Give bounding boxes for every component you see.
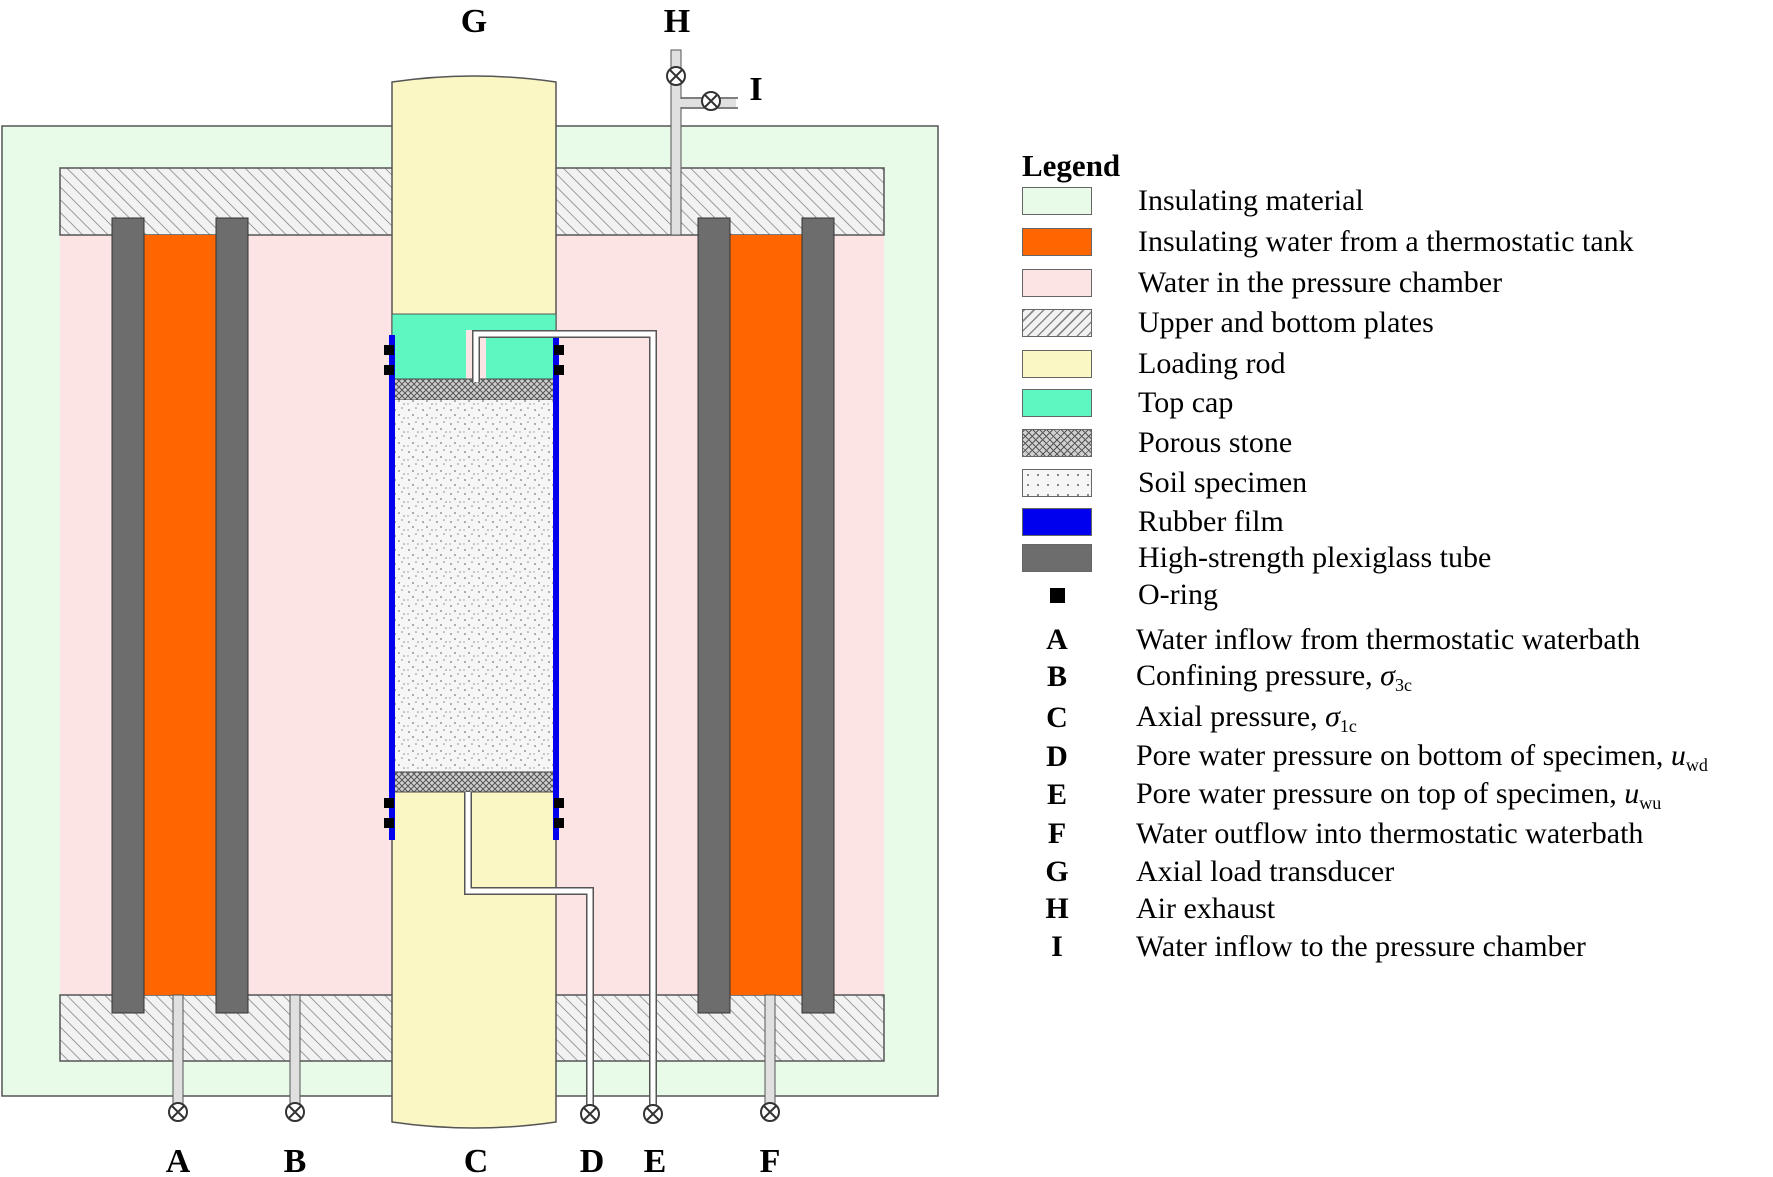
key-item-i: I Water inflow to the pressure chamber — [1022, 928, 1586, 966]
plexiglass-tube-left-outer — [111, 217, 145, 1014]
legend-item: Rubber film — [1022, 505, 1284, 539]
key-text: Axial pressure, σ1c — [1136, 699, 1357, 736]
legend-swatch — [1022, 228, 1092, 256]
label-h: H — [664, 3, 690, 40]
key-item-g: G Axial load transducer — [1022, 853, 1394, 891]
key-letter: G — [1045, 855, 1069, 888]
legend-item-label: Top cap — [1138, 386, 1234, 419]
legend-swatch — [1022, 469, 1092, 497]
key-text: Confining pressure, σ3c — [1136, 658, 1412, 695]
porous-stone-bottom — [391, 771, 557, 793]
legend-swatch — [1022, 544, 1092, 572]
key-letter: F — [1047, 817, 1067, 850]
legend-item: Insulating water from a thermostatic tan… — [1022, 225, 1634, 259]
o-ring-swatch-icon — [1022, 581, 1092, 609]
valve-icons — [168, 66, 780, 1124]
legend-swatch — [1022, 389, 1092, 417]
legend-swatch — [1022, 429, 1092, 457]
key-item-d: D Pore water pressure on bottom of specim… — [1022, 738, 1708, 776]
legend-item-label: Upper and bottom plates — [1138, 306, 1434, 339]
key-letter: I — [1051, 930, 1063, 963]
legend-swatch — [1022, 350, 1092, 378]
label-a: A — [166, 1143, 191, 1177]
key-text: Pore water pressure on top of specimen, … — [1136, 776, 1662, 813]
soil-specimen — [392, 400, 556, 772]
legend-title: Legend — [1022, 148, 1121, 183]
key-letter: A — [1046, 623, 1068, 656]
key-item-h: H Air exhaust — [1022, 890, 1275, 928]
legend-swatch — [1022, 309, 1092, 337]
label-f: F — [760, 1143, 781, 1177]
key-item-b: B Confining pressure, σ3c — [1022, 658, 1412, 696]
key-item-c: C Axial pressure, σ1c — [1022, 699, 1357, 737]
o-rings — [384, 345, 564, 828]
legend-item-label: Porous stone — [1138, 426, 1293, 459]
legend-item: High-strength plexiglass tube — [1022, 541, 1491, 575]
key-letter: D — [1046, 740, 1068, 773]
plexiglass-tube-left-inner — [215, 217, 249, 1014]
legend-swatch — [1022, 508, 1092, 536]
label-d: D — [580, 1143, 605, 1177]
legend-item-label: Soil specimen — [1138, 466, 1308, 499]
key-letter: B — [1046, 660, 1067, 693]
legend-swatch — [1022, 269, 1092, 297]
legend-item-label: Rubber film — [1138, 505, 1284, 538]
label-e: E — [644, 1143, 667, 1177]
key-item-e: E Pore water pressure on top of specimen,… — [1022, 776, 1661, 814]
legend-item: Soil specimen — [1022, 466, 1307, 500]
legend-item: O-ring — [1022, 578, 1218, 612]
legend-item-label: Insulating material — [1138, 184, 1364, 217]
label-b: B — [284, 1143, 307, 1177]
key-letter: C — [1046, 701, 1068, 734]
key-text: Water outflow into thermostatic waterbat… — [1136, 817, 1644, 850]
legend-item: Insulating material — [1022, 184, 1364, 218]
key-letter: H — [1045, 892, 1069, 925]
label-i: I — [749, 71, 762, 108]
label-g: G — [461, 3, 487, 40]
legend-item-label: Insulating water from a thermostatic tan… — [1138, 225, 1634, 258]
key-text: Axial load transducer — [1136, 855, 1395, 888]
legend-swatch — [1022, 187, 1092, 215]
key-item-a: A Water inflow from thermostatic waterbat… — [1022, 621, 1640, 659]
plexiglass-tube-right-outer — [697, 217, 731, 1014]
triaxial-apparatus-diagram: G H I A B C D E F — [1, 3, 939, 1177]
legend-item-label: Water in the pressure chamber — [1138, 266, 1503, 299]
key-item-f: F Water outflow into thermostatic waterba… — [1022, 815, 1644, 853]
legend-item: Loading rod — [1022, 347, 1285, 381]
key-letter: E — [1046, 778, 1067, 811]
insulating-water-left — [144, 235, 218, 995]
key-text: Water inflow from thermostatic waterbath — [1136, 623, 1641, 656]
legend-item-label: Loading rod — [1138, 347, 1286, 380]
key-text: Water inflow to the pressure chamber — [1136, 930, 1586, 963]
legend-item: Porous stone — [1022, 426, 1292, 460]
plexiglass-tube-right-inner — [801, 217, 835, 1014]
legend-item: Water in the pressure chamber — [1022, 266, 1502, 300]
legend-item: Upper and bottom plates — [1022, 306, 1434, 340]
porous-stone-top — [391, 378, 557, 401]
key-text: Pore water pressure on bottom of specime… — [1136, 738, 1708, 775]
legend-item: Top cap — [1022, 386, 1233, 420]
legend-item-label: High-strength plexiglass tube — [1138, 541, 1492, 574]
label-c: C — [464, 1143, 489, 1177]
legend-item-label: O-ring — [1138, 578, 1218, 611]
insulating-water-right — [730, 235, 804, 995]
key-text: Air exhaust — [1136, 892, 1276, 925]
